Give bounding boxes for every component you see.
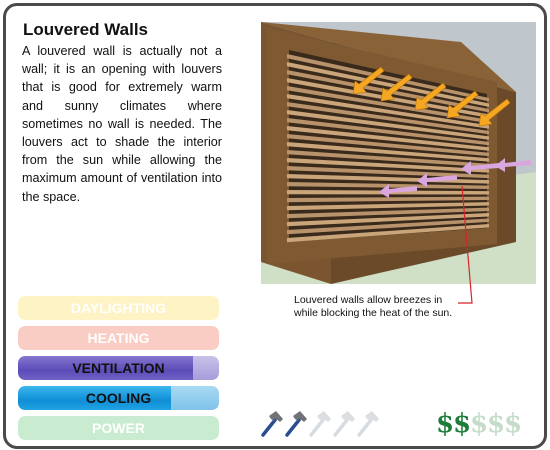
louver-slat — [287, 224, 489, 243]
rating-track — [18, 416, 219, 440]
rating-bar-daylighting: DAYLIGHTING — [18, 296, 219, 320]
rating-track — [18, 326, 219, 350]
rating-label-heating: HEATING — [87, 330, 150, 346]
rating-label-daylighting: DAYLIGHTING — [70, 300, 167, 316]
louver-slat — [287, 102, 489, 135]
description-text: A louvered wall is actually not a wall; … — [22, 44, 222, 204]
caption-line-2: while blocking the heat of the sun. — [294, 307, 453, 319]
louver-slat — [287, 142, 489, 162]
rating-fill — [18, 356, 193, 380]
caption-leader-line — [458, 185, 473, 304]
louver-slat — [287, 213, 489, 227]
louver-slats — [287, 54, 489, 243]
dollar-icon: $ — [436, 409, 454, 439]
louver-slat — [287, 196, 489, 203]
rating-label-power: POWER — [92, 420, 145, 436]
louver-slat — [287, 118, 489, 146]
info-card: Louvered Walls A louvered wall is actual… — [3, 3, 547, 449]
louver-slat — [287, 150, 489, 168]
rating-track — [18, 296, 219, 320]
louver-slat — [287, 94, 489, 129]
breeze-arrow-icon — [379, 184, 417, 198]
louver-slat — [287, 86, 489, 124]
hammer-icon — [285, 411, 307, 437]
caption-line-1: Louvered walls allow breezes in — [294, 294, 443, 306]
louver-slat — [287, 207, 489, 219]
rating-bar-heating: HEATING — [18, 326, 219, 350]
sun-arrow-icon — [352, 66, 385, 95]
hammer-icon — [333, 411, 355, 437]
breeze-arrow-icon — [461, 161, 499, 175]
louvered-wall-illustration — [261, 22, 536, 284]
rating-bar-cooling: COOLING — [18, 386, 219, 410]
louver-slat — [287, 126, 489, 151]
louver-slat — [287, 62, 489, 107]
rating-fill — [18, 386, 171, 410]
cost-rating: $$$$$ — [436, 409, 522, 439]
louver-slat — [287, 166, 489, 179]
illustration-caption: Louvered walls allow breezes in while bl… — [294, 294, 452, 320]
sun-arrow-icon — [414, 82, 447, 111]
breeze-arrow-icon — [495, 158, 531, 172]
louver-slat — [287, 202, 489, 211]
louver-slat — [287, 134, 489, 157]
sun-arrow-icon — [478, 98, 511, 127]
breeze-arrow-icon — [417, 173, 457, 187]
rating-label-ventilation: VENTILATION — [72, 360, 165, 376]
rating-bar-power: POWER — [18, 416, 219, 440]
dollar-icon: $ — [487, 409, 505, 439]
rating-label-cooling: COOLING — [85, 390, 152, 406]
dollar-icon: $ — [453, 409, 471, 439]
rating-bar-ventilation: VENTILATION — [18, 356, 219, 380]
louver-slat — [287, 110, 489, 140]
louver-slat — [287, 158, 489, 173]
louver-slat — [287, 218, 489, 235]
sun-arrow-icon — [446, 90, 479, 119]
sun-arrow-icon — [380, 73, 413, 102]
hammer-icon — [357, 411, 379, 437]
sun-arrow-icons — [352, 66, 511, 127]
hammer-icon — [261, 411, 283, 437]
hammer-icon — [309, 411, 331, 437]
dollar-icon: $ — [470, 409, 488, 439]
page-title: Louvered Walls — [23, 20, 149, 39]
breeze-arrow-icons — [379, 158, 531, 198]
dollar-icon: $ — [504, 409, 522, 439]
